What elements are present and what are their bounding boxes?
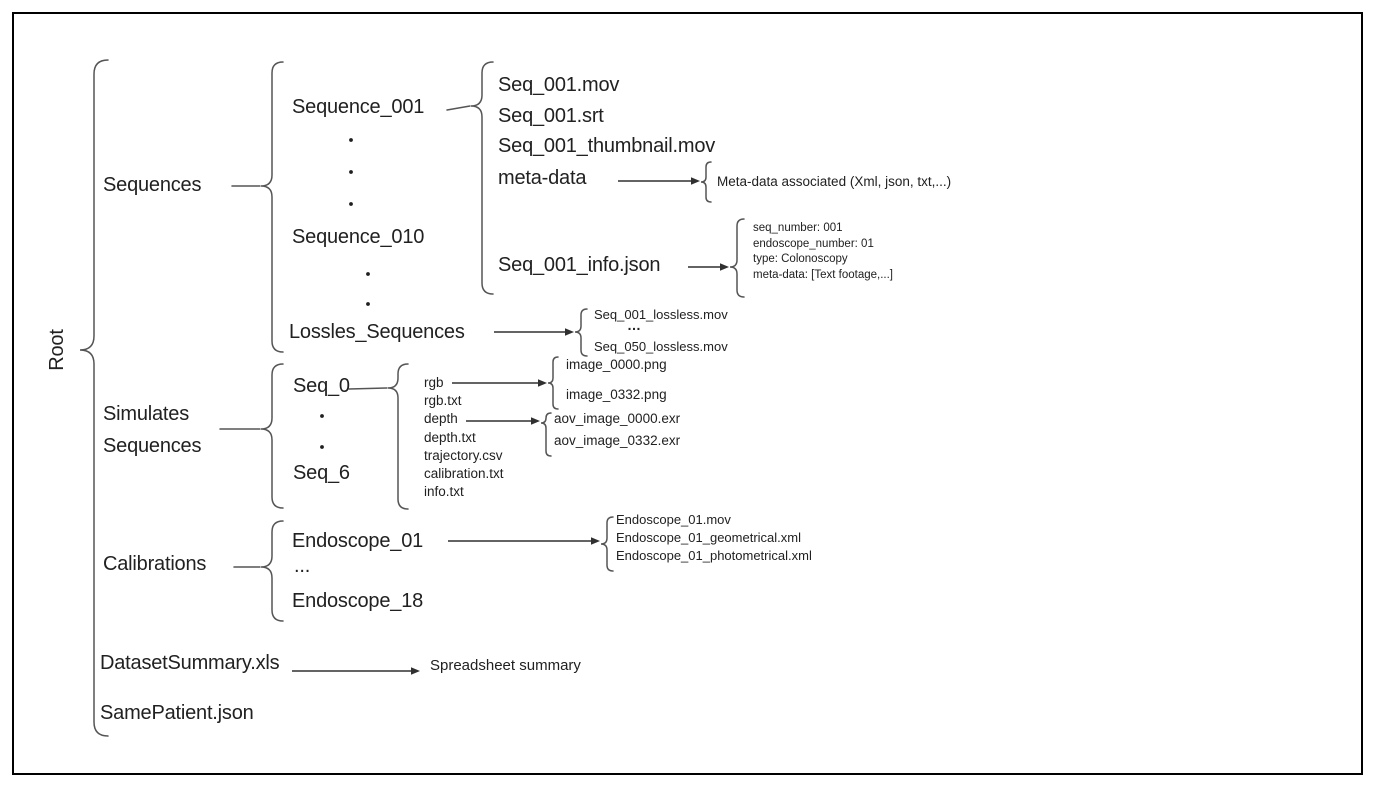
spreadsheet-summary-note: Spreadsheet summary xyxy=(430,657,581,674)
endoscope-mov-file-label: Endoscope_01.mov xyxy=(616,512,731,527)
calibrations-ellipsis: ... xyxy=(294,555,311,577)
seq001-thumbnail-file-label: Seq_001_thumbnail.mov xyxy=(498,135,716,157)
info-json-line-endoscope-number: endoscope_number: 01 xyxy=(753,238,874,250)
info-json-line-metadata: meta-data: [Text footage,...] xyxy=(753,269,893,281)
lossless-sequences-folder-label: Lossles_Sequences xyxy=(289,321,465,343)
sim-file-calibration-txt: calibration.txt xyxy=(424,466,504,481)
simulates-label-line1: Simulates xyxy=(103,403,190,425)
endoscope-01-folder-label: Endoscope_01 xyxy=(292,530,424,552)
figure-border xyxy=(12,12,1363,775)
same-patient-file-label: SamePatient.json xyxy=(100,702,254,724)
info-json-line-seq-number: seq_number: 001 xyxy=(753,222,843,234)
endoscope-geometrical-file-label: Endoscope_01_geometrical.xml xyxy=(616,530,801,545)
seq001-info-json-file-label: Seq_001_info.json xyxy=(498,254,661,276)
seq0-folder-label: Seq_0 xyxy=(293,375,350,397)
sim-file-trajectory-csv: trajectory.csv xyxy=(424,448,503,463)
sim-file-info-txt: info.txt xyxy=(424,484,464,499)
info-json-line-type: type: Colonoscopy xyxy=(753,253,848,265)
sequence-010-folder-label: Sequence_010 xyxy=(292,226,425,248)
lossless-ellipsis: … xyxy=(627,317,642,333)
sim-file-rgb-txt: rgb.txt xyxy=(424,393,462,408)
simulates-label-line2: Sequences xyxy=(103,435,202,457)
sim-file-depth: depth xyxy=(424,411,458,426)
calibrations-folder-label: Calibrations xyxy=(103,553,207,575)
seq001-mov-file-label: Seq_001.mov xyxy=(498,74,620,96)
lossless-first-file-label: Seq_001_lossless.mov xyxy=(594,307,728,322)
seq6-folder-label: Seq_6 xyxy=(293,462,350,484)
sim-file-rgb: rgb xyxy=(424,375,444,390)
endoscope-photometrical-file-label: Endoscope_01_photometrical.xml xyxy=(616,548,812,563)
depth-last-image-label: aov_image_0332.exr xyxy=(554,433,681,448)
metadata-folder-label: meta-data xyxy=(498,167,587,189)
dataset-summary-file-label: DatasetSummary.xls xyxy=(100,652,280,674)
sequences-folder-label: Sequences xyxy=(103,174,202,196)
root-folder-label: Root xyxy=(46,329,68,371)
depth-first-image-label: aov_image_0000.exr xyxy=(554,411,681,426)
sim-file-depth-txt: depth.txt xyxy=(424,430,476,445)
seq001-srt-file-label: Seq_001.srt xyxy=(498,105,604,127)
rgb-first-image-label: image_0000.png xyxy=(566,357,667,372)
endoscope-18-folder-label: Endoscope_18 xyxy=(292,590,424,612)
lossless-last-file-label: Seq_050_lossless.mov xyxy=(594,339,728,354)
rgb-last-image-label: image_0332.png xyxy=(566,387,667,402)
metadata-note: Meta-data associated (Xml, json, txt,...… xyxy=(717,174,952,189)
sequence-001-folder-label: Sequence_001 xyxy=(292,96,425,118)
